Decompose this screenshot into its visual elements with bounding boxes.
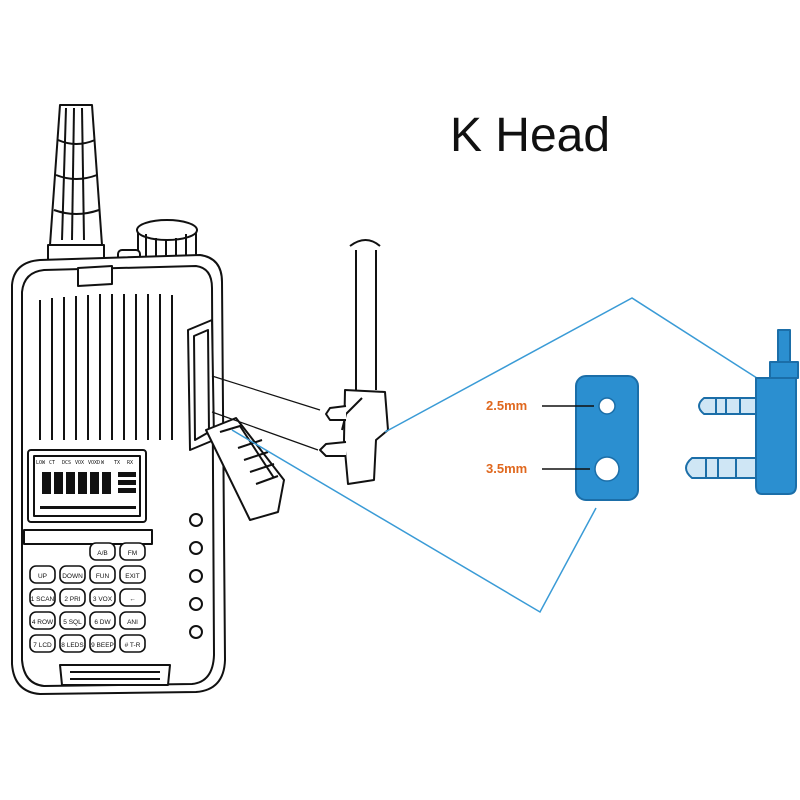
- lcd-digit: [78, 472, 87, 494]
- lcd-digit-small: [118, 488, 136, 493]
- radio-key-label: 9 BEEP: [91, 642, 114, 649]
- radio-key-label: FUN: [96, 573, 110, 580]
- radio-key: 2 PRI: [59, 588, 86, 607]
- connector-face-plate: [575, 375, 639, 501]
- connector-face: [542, 375, 639, 501]
- radio-key-label: 8 LEDS: [61, 642, 84, 649]
- radio-key: 4 ROW: [29, 611, 56, 630]
- radio-key-label: 5 SQL: [63, 619, 82, 626]
- radio-key: 5 SQL: [59, 611, 86, 630]
- lcd-label: LOW: [36, 460, 46, 466]
- k-plug-illustration: [319, 239, 389, 485]
- radio-key: A/B: [89, 542, 116, 561]
- diagram-title: K Head: [449, 109, 611, 162]
- plug-pin-lower: [319, 441, 347, 457]
- lcd-label: VOXD: [88, 460, 100, 466]
- radio-key: 8 LEDS: [59, 634, 86, 653]
- lcd-label: W: [101, 460, 105, 466]
- radio-key: UP: [29, 565, 56, 584]
- side-pin-upper: [698, 397, 757, 415]
- insertion-lines: [211, 375, 321, 451]
- radio-key-label: # T-R: [125, 642, 141, 649]
- connector-side-body: [755, 377, 797, 495]
- antenna: [47, 104, 105, 263]
- radio-key: 6 DW: [89, 611, 116, 630]
- plug-body: [343, 389, 389, 485]
- lcd-digit: [54, 472, 63, 494]
- radio-key-label: 1 SCAN: [31, 596, 55, 603]
- lcd-label: RX: [127, 460, 133, 466]
- radio-key-label: ←: [129, 596, 136, 603]
- radio-key-label: A/B: [97, 550, 107, 557]
- side-pin-lower: [685, 457, 757, 479]
- leader-lines: [231, 297, 761, 614]
- lcd-digit-small: [118, 480, 136, 485]
- radio-key-label: ANI: [127, 619, 138, 626]
- radio-key: 7 LCD: [29, 634, 56, 653]
- lcd-digit: [102, 472, 111, 494]
- radio-key-label: DOWN: [62, 573, 83, 580]
- keypad: A/B FM UP DOWN FUN EXIT 1 SCAN 2 PRI 3 VOX ← 4 ROW…: [29, 542, 146, 653]
- plug-cable: [355, 250, 377, 390]
- speaker-grill: [39, 294, 173, 440]
- radio-key-label: 6 DW: [94, 619, 111, 626]
- radio-key: ANI: [119, 611, 146, 630]
- radio-key: FM: [119, 542, 146, 561]
- lcd-label: DCS: [62, 460, 71, 466]
- pin-size-large-label: 3.5mm: [486, 461, 528, 476]
- radio-key-label: 3 VOX: [93, 596, 113, 603]
- radio-key: # T-R: [119, 634, 146, 653]
- lcd-digit: [90, 472, 99, 494]
- connector-side-view: [685, 329, 799, 495]
- lcd-label: TX: [114, 460, 120, 466]
- lcd-signal-bar: [40, 506, 136, 509]
- radio-key-label: FM: [128, 550, 137, 557]
- pin-size-small-label: 2.5mm: [486, 398, 528, 413]
- radio-key-label: UP: [38, 573, 47, 580]
- radio-key: DOWN: [59, 565, 86, 584]
- side-grip: [189, 513, 203, 639]
- radio-key-label: EXIT: [125, 573, 139, 580]
- lcd-label: VOX: [75, 460, 84, 466]
- pin-hole-small: [598, 397, 616, 415]
- pin-hole-large: [594, 456, 620, 482]
- radio-key-label: 7 LCD: [33, 642, 52, 649]
- radio-key: ←: [119, 588, 146, 607]
- jack-cover: [205, 417, 285, 521]
- radio-key-label: 4 ROW: [32, 619, 54, 626]
- lcd-digit: [66, 472, 75, 494]
- radio-key: FUN: [89, 565, 116, 584]
- radio-key: 1 SCAN: [29, 588, 56, 607]
- radio-key-label: 2 PRI: [64, 596, 80, 603]
- lcd-digit: [42, 472, 51, 494]
- plug-pin-upper: [325, 405, 347, 421]
- radio-key: 9 BEEP: [89, 634, 116, 653]
- lcd-label: CT: [49, 460, 55, 466]
- radio-key: 3 VOX: [89, 588, 116, 607]
- lcd-digit-small: [118, 472, 136, 477]
- radio-key: EXIT: [119, 565, 146, 584]
